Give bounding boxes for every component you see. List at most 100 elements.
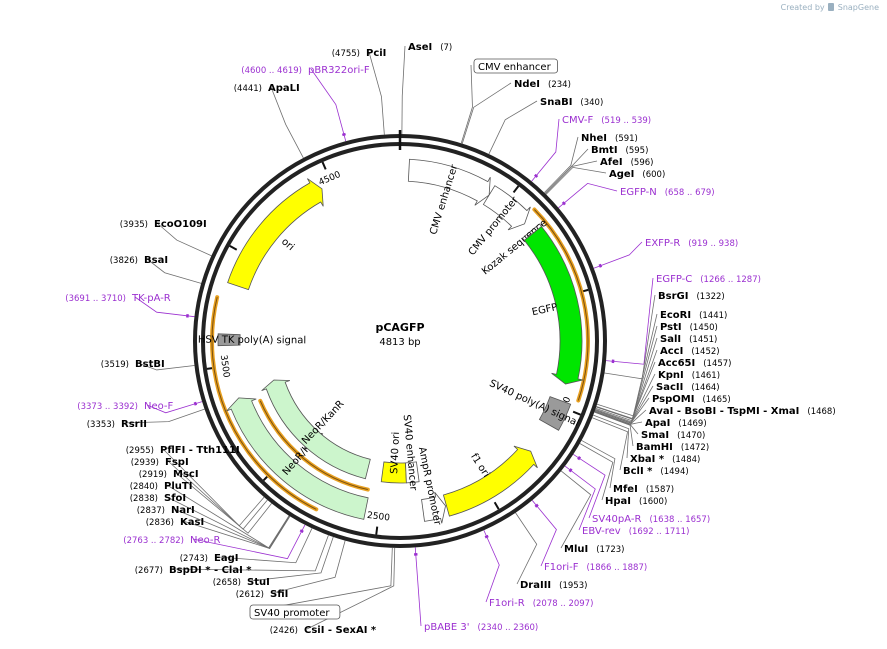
leader-line [544,136,579,193]
site-label: PstI [660,322,682,333]
site-position: (1464) [691,383,719,393]
site-position: (1441) [699,311,727,321]
leader-line [249,536,334,582]
site-label: PspOMI [652,394,694,405]
site-position: (2837) [137,506,165,516]
site-label: BstBI [135,359,165,370]
leader-line [192,524,306,560]
site-label: BspDI * - ClaI * [169,565,252,576]
site-position: (2939) [131,458,159,468]
leader-line [581,440,616,489]
site-position: (2840) [130,482,158,492]
site-label: EcoO109I [154,219,207,230]
site-label: Acc65I [658,358,695,369]
leader-line [558,182,618,209]
site-label: EagI [214,553,238,564]
site-position: (2763 .. 2782) [123,536,184,546]
leader-line [162,448,265,527]
site-position: (3353) [87,420,115,430]
plasmid-length: 4813 bp [379,337,420,348]
leader-line [593,414,630,459]
site-position: (600) [642,170,665,180]
site-position: (1451) [689,335,717,345]
site-label: DraIII [520,580,551,591]
site-label: SmaI [641,430,669,441]
primer-label: pBR322ori-F [308,65,370,76]
site-label: BmtI [591,145,618,156]
site-label: SnaBI [540,97,572,108]
orange-arcs [210,207,590,512]
leader-line [564,465,596,531]
site-position: (919 .. 938) [688,239,738,249]
leader-line [531,118,560,182]
feature-arrow [442,445,538,517]
leader-line [531,500,557,567]
primer-label: Neo-F [144,401,174,412]
site-position: (3691 .. 3710) [65,294,126,304]
site-position: (1469) [678,419,706,429]
leader-line [483,530,500,603]
site-label: ApaI [645,418,670,429]
site-position: (2426) [270,626,298,636]
primer-mark [484,534,489,539]
tick-label: 4500 [317,170,342,188]
feature-label: SV40 ori [389,432,402,475]
site-label: NarI [171,505,195,516]
watermark-prefix: Created by [780,3,825,12]
leader-line [593,241,643,269]
leader-line [401,45,406,135]
leader-line [146,258,202,284]
primer-mark [561,201,566,206]
leader-line [594,411,639,435]
leader-line [368,51,385,135]
site-label: PluTI [164,481,192,492]
primer-mark [193,401,198,406]
site-label: SfoI [164,493,186,504]
site-position: (1600) [639,497,667,507]
site-position: (234) [548,80,571,90]
site-position: (519 .. 539) [601,116,651,126]
leader-line [560,470,592,549]
site-position: (3935) [120,220,148,230]
site-position: (591) [615,134,638,144]
feature-arrow [226,397,369,520]
site-label: SfiI [270,589,288,600]
site-label: AvaI - BsoBI - TspMI - XmaI [649,406,799,417]
site-label: NheI [581,133,607,144]
site-label: RsrII [121,419,147,430]
site-label: SalI [660,334,681,345]
site-position: (2838) [130,494,158,504]
site-position: (596) [631,158,654,168]
leader-line [175,472,272,534]
site-position: (4441) [234,84,262,94]
site-label: EcoRI [660,310,691,321]
site-position: (1953) [559,581,587,591]
leader-line [167,460,268,530]
leader-line [488,100,538,155]
leader-line [461,82,512,144]
site-position: (1692 .. 1711) [629,527,690,537]
site-position: (2612) [236,590,264,600]
site-label: CsiI - SexAI * [304,625,377,636]
orange-band-core [259,400,368,491]
tick-label: 2500 [366,511,390,524]
orange-band-core [534,209,589,401]
leader-line [134,296,195,318]
leader-line [594,411,634,447]
plasmid-name: pCAGFP [375,321,424,334]
primer-label: pBABE 3' [424,622,470,633]
site-position: (4755) [332,49,360,59]
primer-mark [598,263,603,268]
site-position: (2677) [135,566,163,576]
site-label: MluI [564,544,588,555]
site-position: (658 .. 679) [665,188,715,198]
site-label: AgeI [609,169,634,180]
tick-mark [512,185,520,194]
tick-label: 3500 [218,354,231,378]
site-label: BsaI [144,255,168,266]
site-position: (7) [440,43,452,53]
site-position: (1452) [691,347,719,357]
feature-callout-label: SV40 promoter [254,608,330,619]
leader-line [123,408,205,424]
